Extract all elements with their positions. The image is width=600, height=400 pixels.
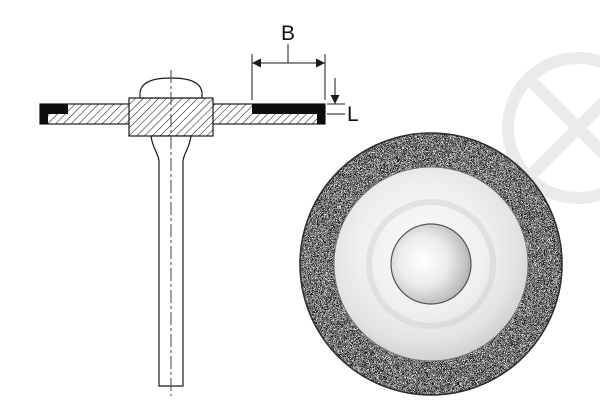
mandrel-shaft [150,135,192,387]
watermark-logo [502,52,600,204]
dimension-b-label: B [281,22,295,45]
dimension-l: L [327,78,359,126]
disc-hub [390,223,472,305]
disc-outer-edge [299,132,563,396]
diamond-coating-left [40,104,68,124]
watermark-circle [502,52,600,204]
diamond-coating-right [252,104,325,124]
dimension-l-label: L [347,103,359,126]
machining-ring [366,199,496,329]
dimension-b: B [251,22,326,100]
watermark-cross-stroke-2 [524,97,600,182]
disc-front-view [299,132,563,396]
disc-cross-section-view [39,70,326,396]
diamond-grit-ring [300,133,562,395]
